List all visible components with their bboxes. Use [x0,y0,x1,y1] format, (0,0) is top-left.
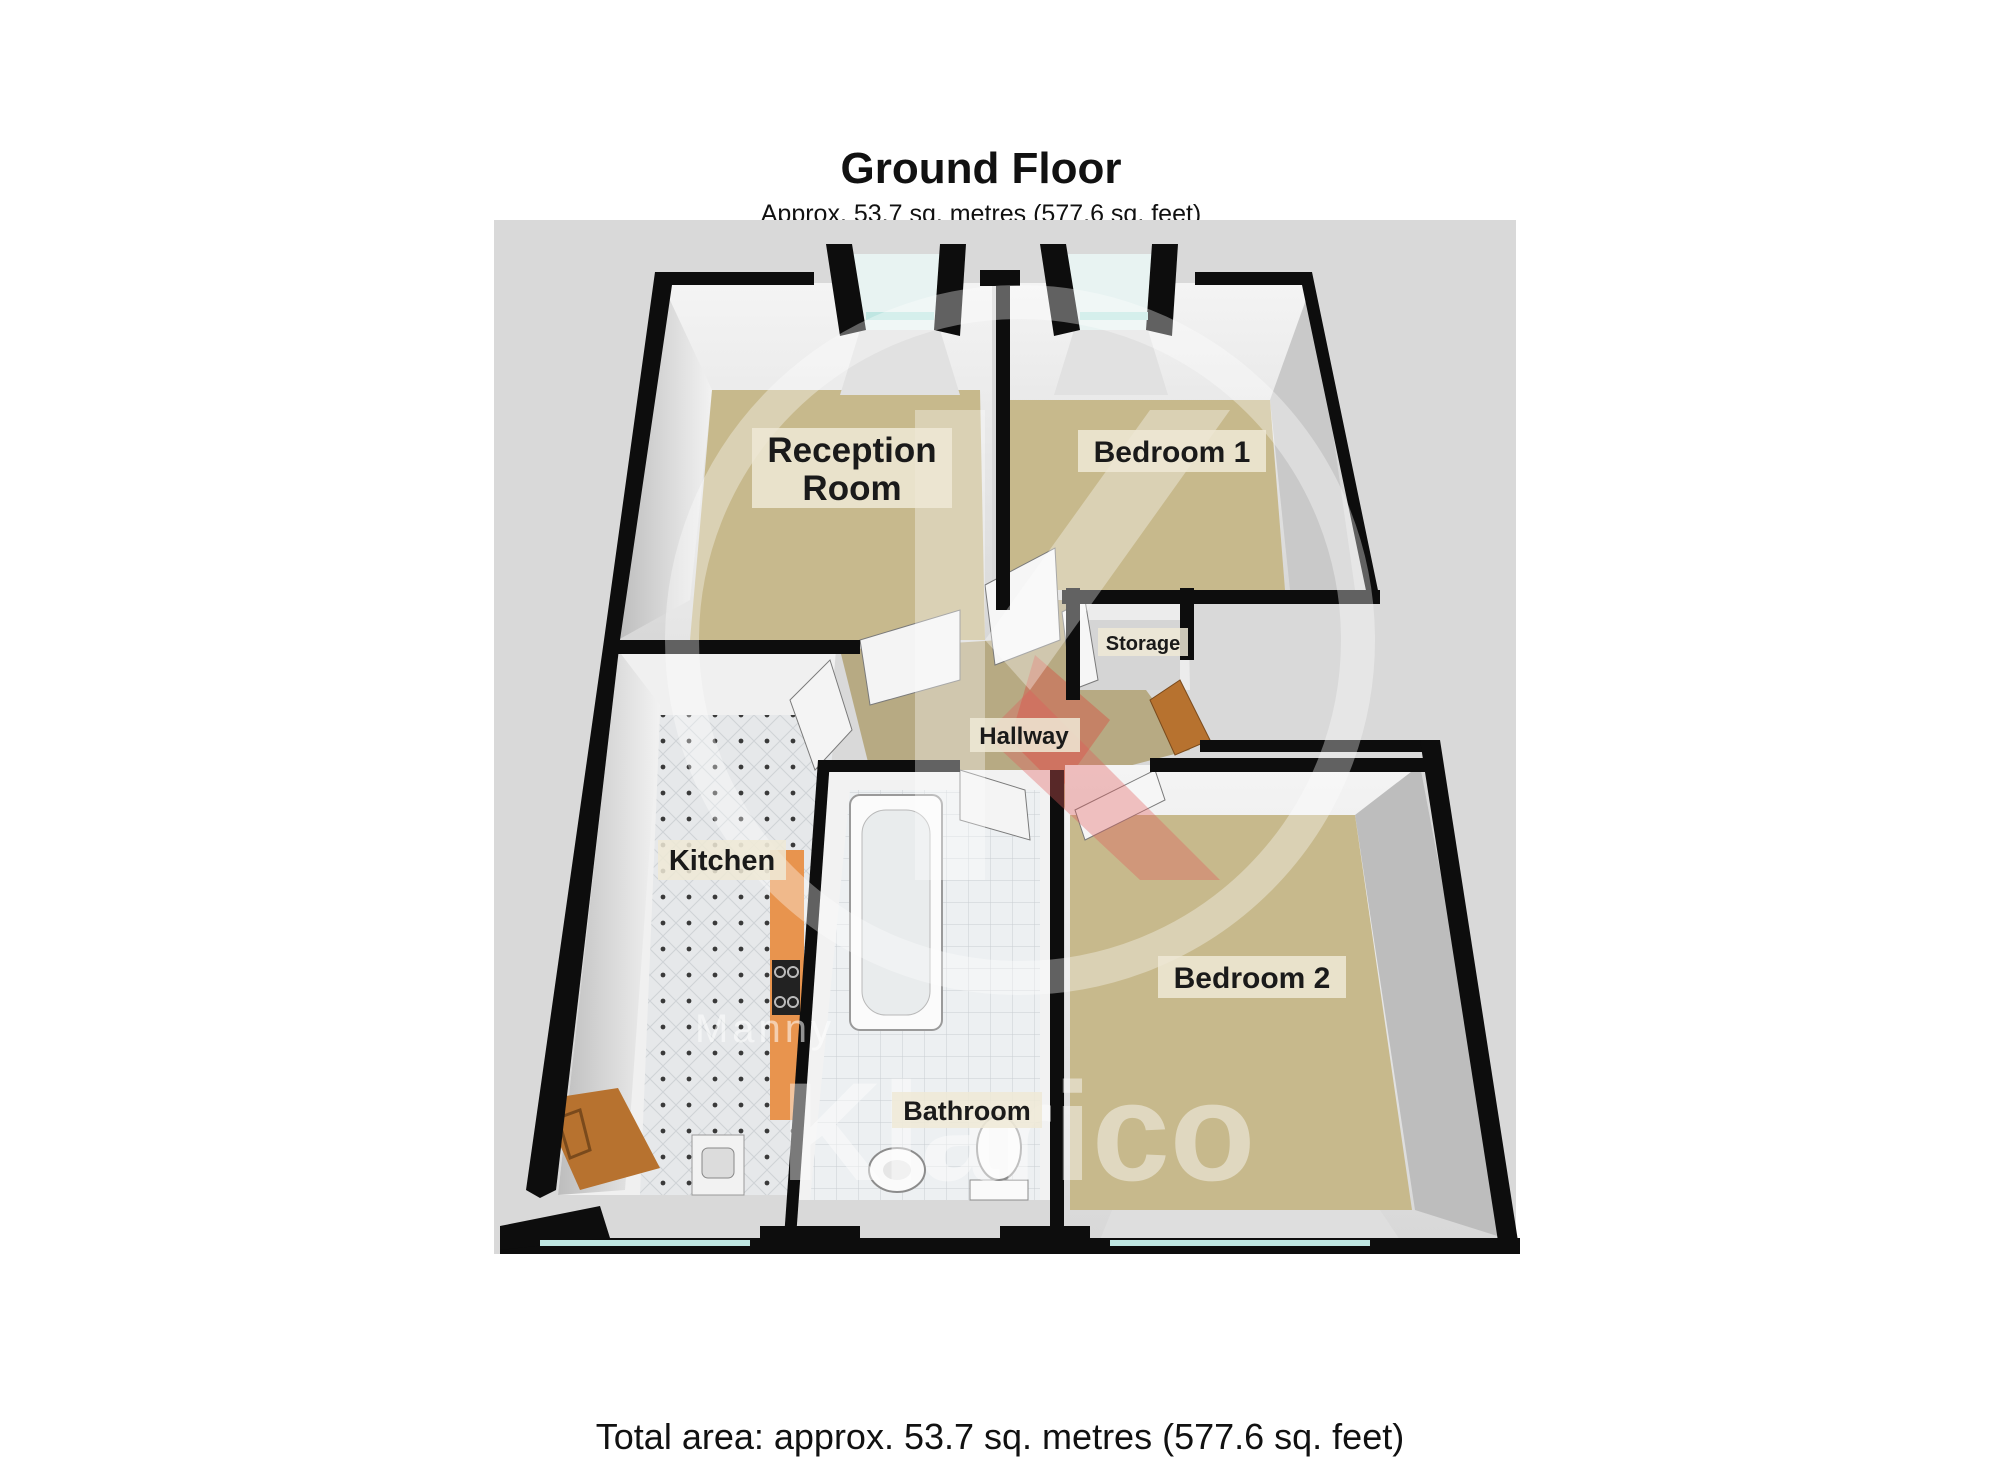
label-reception-line2: Room [802,469,901,508]
label-bathroom: Bathroom [903,1096,1031,1126]
label-bg-storage [1098,628,1188,656]
bathtub-icon [849,794,943,1031]
label-bg-reception [752,428,952,508]
kitchen-door-icon [540,1088,660,1190]
label-bedroom-1: Bedroom 1 [1094,436,1251,469]
label-hallway: Hallway [979,723,1069,750]
washbasin-icon [868,1147,926,1193]
floor-title: Ground Floor [840,144,1122,193]
label-bg-bedroom1 [1078,430,1266,472]
watermark-small: Manny [695,1007,835,1051]
watermark-large: Klarico [781,1053,1256,1210]
label-bg-kitchen [658,840,786,880]
label-bg-bedroom2 [1158,956,1346,998]
hob-icon [772,960,800,1015]
label-bg-bathroom [892,1092,1042,1128]
label-storage: Storage [1106,633,1180,655]
kitchen-sink-icon [691,1134,745,1196]
label-reception-line1: Reception [767,431,936,470]
windows [540,312,1370,1246]
total-area: Total area: approx. 53.7 sq. metres (577… [595,1416,1405,1457]
label-kitchen: Kitchen [669,845,775,877]
walls [500,244,1520,1254]
window-bays [840,254,1168,395]
label-bg-hallway [970,718,1080,752]
label-bedroom-2: Bedroom 2 [1174,962,1331,995]
doors [789,547,1211,841]
bedroom-2 [1065,765,1510,1240]
kitchen [540,650,836,1196]
